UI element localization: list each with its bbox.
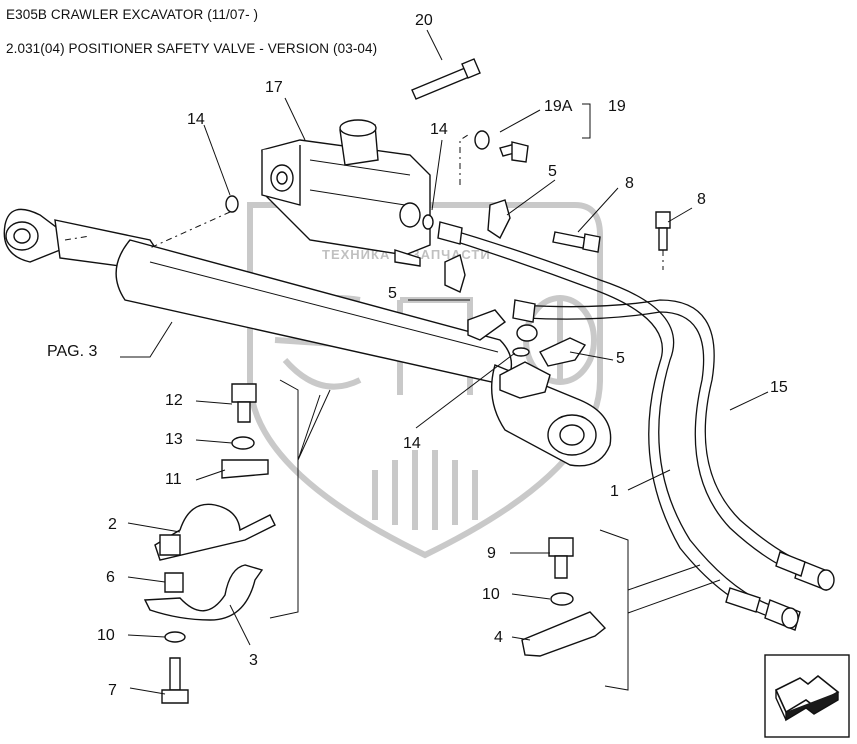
callout-8-right: 8 (697, 191, 706, 208)
callout-4: 4 (494, 629, 503, 646)
diagram-subtitle: 2.031(04) POSITIONER SAFETY VALVE - VERS… (6, 41, 378, 56)
callout-1: 1 (610, 483, 619, 500)
callout-19: 19 (608, 98, 626, 115)
callout-3: 3 (249, 652, 258, 669)
callout-10-left: 10 (97, 627, 115, 644)
callout-5-right: 5 (616, 350, 625, 367)
clamp-assembly-left (143, 383, 276, 704)
hoses (437, 221, 835, 631)
callout-13: 13 (165, 431, 183, 448)
diagram-title: E305B CRAWLER EXCAVATOR (11/07- ) (6, 7, 259, 22)
callout-14-bottom: 14 (403, 435, 421, 452)
callout-11: 11 (165, 471, 182, 488)
safety-valve-block (261, 119, 431, 267)
callout-17: 17 (265, 79, 283, 96)
callout-14-top: 14 (430, 121, 448, 138)
callout-20: 20 (415, 12, 433, 29)
callout-8-left: 8 (625, 175, 634, 192)
callout-5-mid: 5 (388, 285, 397, 302)
bracket-lines (149, 134, 721, 691)
leader-lines (120, 29, 769, 695)
callout-15: 15 (770, 379, 788, 396)
callout-5-top: 5 (548, 163, 557, 180)
callout-9: 9 (487, 545, 496, 562)
callout-labels: 20 17 14 14 19A 19 5 8 8 5 5 PAG. 3 15 1… (47, 12, 788, 699)
clamp-parts-5 (444, 199, 587, 367)
callout-2: 2 (108, 516, 117, 533)
callout-12: 12 (165, 392, 183, 409)
callout-7: 7 (108, 682, 117, 699)
clamp-assembly-right (521, 537, 607, 657)
callout-pag3: PAG. 3 (47, 343, 97, 360)
callout-14-top-left: 14 (187, 111, 205, 128)
callout-19a: 19A (544, 98, 573, 115)
next-page-arrow-icon[interactable] (764, 654, 850, 738)
bolts-top (225, 58, 671, 357)
callout-10-right: 10 (482, 586, 500, 603)
callout-6: 6 (106, 569, 115, 586)
hydraulic-cylinder (3, 208, 612, 467)
